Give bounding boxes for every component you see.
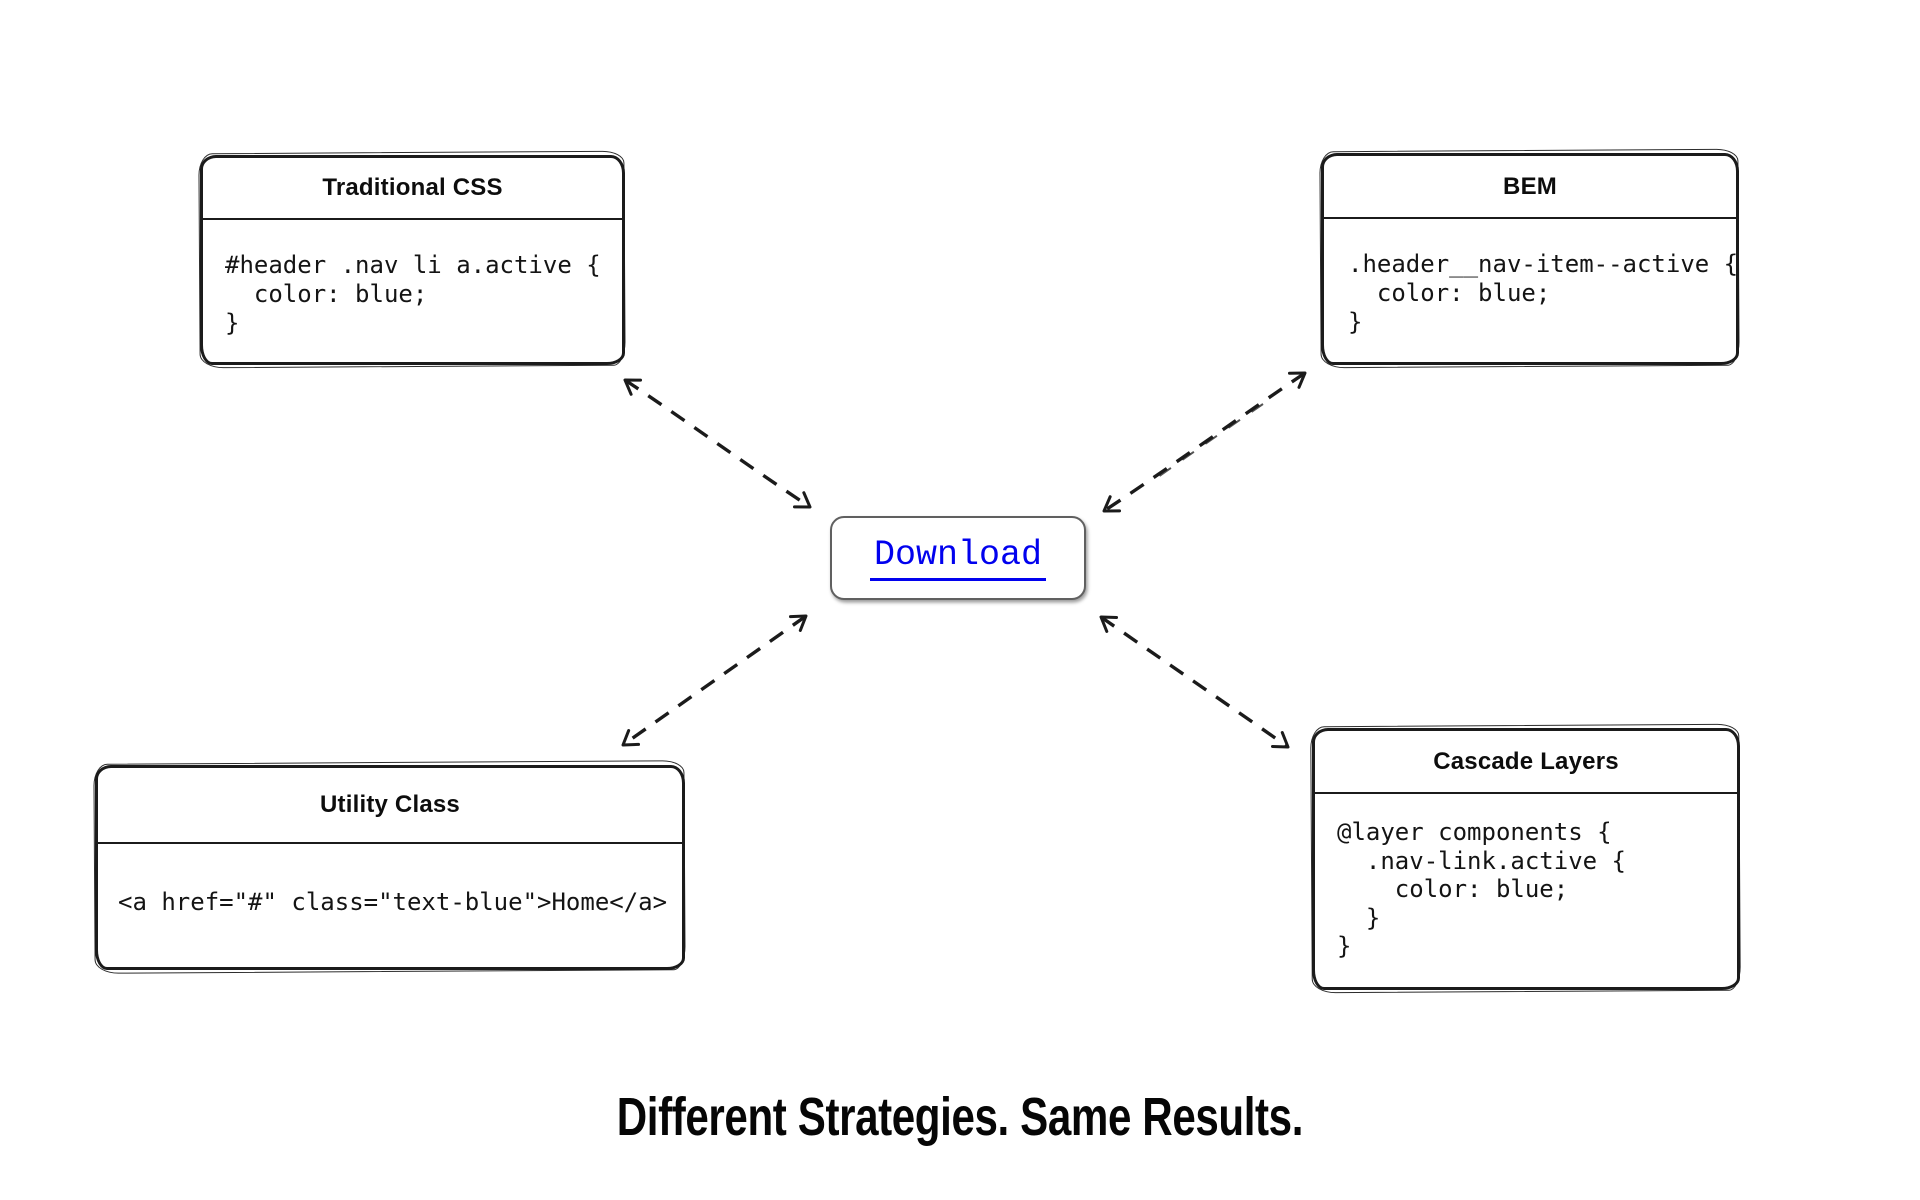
arrow-download-cascade [1099, 615, 1290, 749]
caption-text: Different Strategies. Same Results. [616, 1087, 1304, 1147]
node-code-utility-class: <a href="#" class="text-blue">Home</a> [118, 888, 668, 916]
arrow-download-utility [621, 614, 808, 747]
arrow-traditional-download [623, 378, 812, 509]
node-title-cascade-layers: Cascade Layers [1315, 731, 1737, 794]
node-code-traditional-css: #header .nav li a.active { color: blue; … [225, 251, 601, 337]
node-traditional-css: Traditional CSS #header .nav li a.active… [200, 155, 625, 365]
node-title-utility-class: Utility Class [98, 768, 682, 844]
download-link[interactable]: Download [869, 536, 1047, 581]
node-bem: BEM .header__nav-item--active { color: b… [1321, 153, 1739, 365]
node-code-bem: .header__nav-item--active { color: blue;… [1348, 250, 1739, 336]
node-title-bem: BEM [1324, 156, 1736, 219]
node-title-traditional-css: Traditional CSS [203, 158, 622, 220]
arrow-bem-download [1102, 371, 1307, 513]
download-button[interactable]: Download [830, 516, 1086, 600]
caption-title: Different Strategies. Same Results. [0, 1088, 1920, 1146]
node-code-cascade-layers: @layer components { .nav-link.active { c… [1337, 818, 1626, 960]
node-cascade-layers: Cascade Layers @layer components { .nav-… [1312, 728, 1740, 990]
node-utility-class: Utility Class <a href="#" class="text-bl… [95, 765, 685, 970]
arrow-bem-download-sketch-stroke [1157, 403, 1264, 478]
